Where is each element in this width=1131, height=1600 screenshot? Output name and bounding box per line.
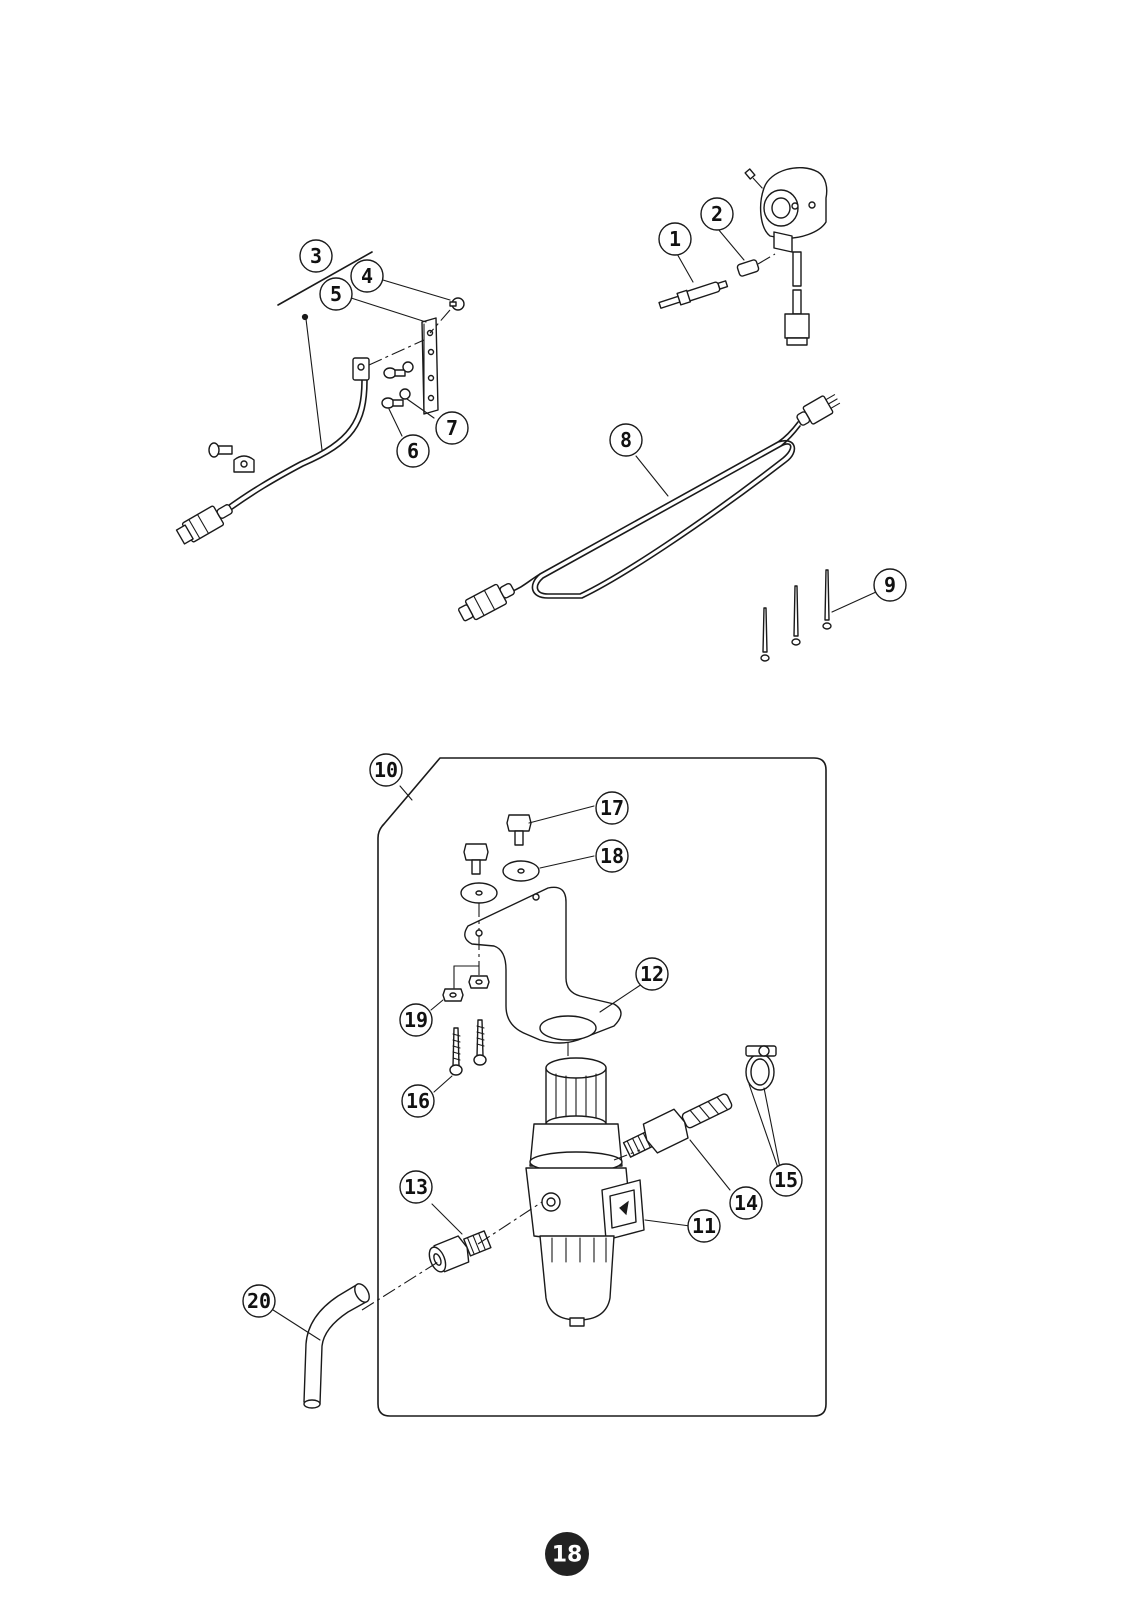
callout-16: 16 xyxy=(402,1085,434,1117)
svg-text:12: 12 xyxy=(640,962,664,986)
callout-20: 20 xyxy=(243,1285,275,1317)
filter-regulator-body xyxy=(526,1058,690,1326)
callout-14: 14 xyxy=(730,1187,762,1219)
svg-text:6: 6 xyxy=(407,439,419,463)
svg-text:14: 14 xyxy=(734,1191,758,1215)
svg-text:15: 15 xyxy=(774,1168,798,1192)
callout-9: 9 xyxy=(874,569,906,601)
callout-2: 2 xyxy=(701,198,733,230)
svg-text:5: 5 xyxy=(330,282,342,306)
callout-7: 7 xyxy=(436,412,468,444)
wood-screw-right-icon xyxy=(474,1020,486,1065)
svg-text:8: 8 xyxy=(620,428,632,452)
svg-text:7: 7 xyxy=(446,416,458,440)
wood-screw-left-icon xyxy=(450,1028,462,1075)
callout-19: 19 xyxy=(400,1004,432,1036)
air-hose-icon xyxy=(304,1281,372,1408)
callout-3: 3 xyxy=(300,240,332,272)
callout-4: 4 xyxy=(351,260,383,292)
svg-text:18: 18 xyxy=(600,844,624,868)
callout-12: 12 xyxy=(636,958,668,990)
callout-11: 11 xyxy=(688,1210,720,1242)
svg-text:20: 20 xyxy=(247,1289,271,1313)
callout-17: 17 xyxy=(596,792,628,824)
svg-text:9: 9 xyxy=(884,573,896,597)
filter-regulator-kit-group xyxy=(270,758,826,1416)
svg-text:13: 13 xyxy=(404,1175,428,1199)
extension-cable-group xyxy=(456,390,842,625)
page-number: 18 xyxy=(545,1532,589,1576)
callout-5: 5 xyxy=(320,278,352,310)
callout-13: 13 xyxy=(400,1171,432,1203)
pins-group xyxy=(761,570,876,661)
callout-18: 18 xyxy=(596,840,628,872)
svg-text:1: 1 xyxy=(669,227,681,251)
sensor-unit-group xyxy=(658,168,827,345)
callout-1: 1 xyxy=(659,223,691,255)
callout-15: 15 xyxy=(770,1164,802,1196)
svg-text:4: 4 xyxy=(361,264,373,288)
svg-text:18: 18 xyxy=(552,1543,583,1568)
callout-10: 10 xyxy=(370,754,402,786)
svg-text:17: 17 xyxy=(600,796,624,820)
svg-text:11: 11 xyxy=(692,1214,716,1238)
svg-text:10: 10 xyxy=(374,758,398,782)
svg-text:19: 19 xyxy=(404,1008,428,1032)
svg-text:3: 3 xyxy=(310,244,322,268)
callout-6: 6 xyxy=(397,435,429,467)
svg-text:16: 16 xyxy=(406,1089,430,1113)
callout-8: 8 xyxy=(610,424,642,456)
svg-text:2: 2 xyxy=(711,202,723,226)
